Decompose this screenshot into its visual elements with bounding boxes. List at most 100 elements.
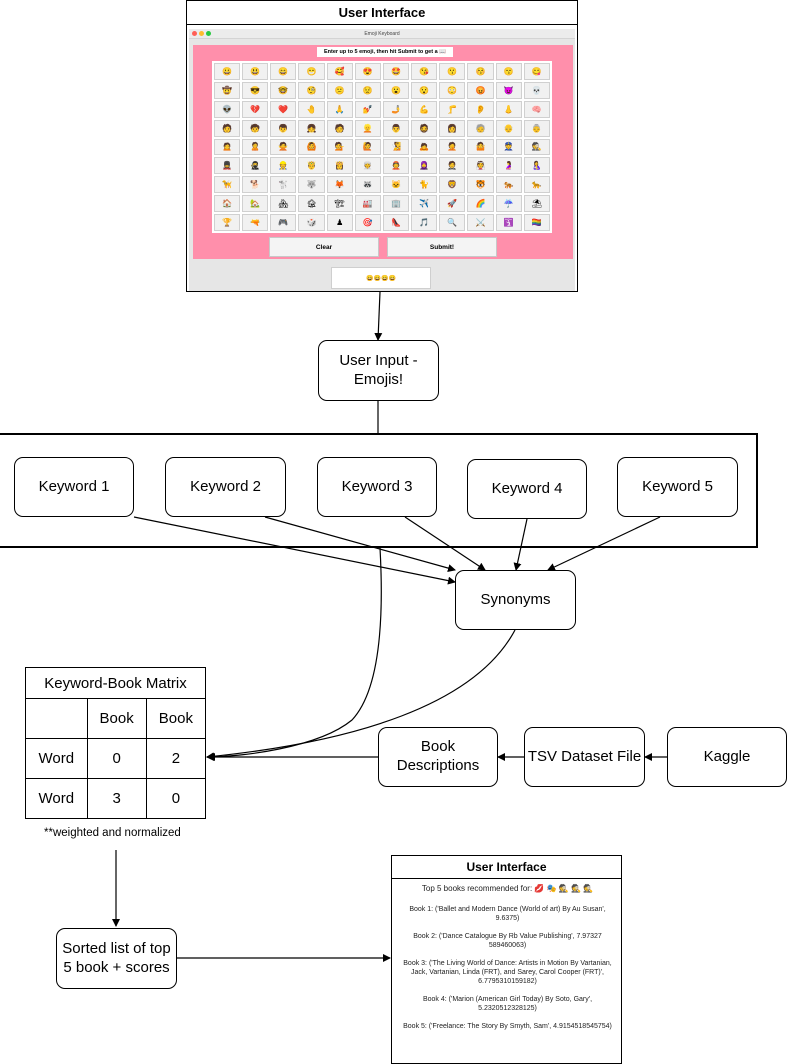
emoji-key[interactable]: 🏡 [242,195,269,213]
emoji-key[interactable]: 👃 [495,100,522,118]
emoji-key[interactable]: 🥰 [326,63,353,80]
emoji-key[interactable]: 🐯 [467,176,494,194]
emoji-key[interactable]: 🤚 [298,100,325,118]
emoji-key[interactable]: 👮 [495,138,522,156]
emoji-key[interactable]: 🐅 [495,176,522,194]
emoji-key[interactable]: 😙 [495,63,522,80]
emoji-key[interactable]: 🤩 [382,63,410,80]
emoji-key[interactable]: 🙎 [242,138,269,156]
emoji-key[interactable]: 🤓 [270,81,297,99]
emoji-key[interactable]: 🎵 [411,214,438,231]
emoji-key[interactable]: 👦 [270,119,297,137]
emoji-key[interactable]: 👲 [382,157,410,175]
emoji-key[interactable]: 💁 [326,138,353,156]
emoji-key[interactable]: 🧓 [467,119,494,137]
emoji-key[interactable]: ❤️ [270,100,297,118]
clear-button[interactable]: Clear [269,237,379,257]
emoji-key[interactable]: 🙇 [411,138,438,156]
minimize-window-icon[interactable] [199,31,204,36]
emoji-key[interactable]: 🦝 [354,176,381,194]
emoji-key[interactable]: 👷 [270,157,297,175]
emoji-key[interactable]: 😟 [354,81,381,99]
emoji-key[interactable]: 🙍 [214,138,241,156]
emoji-key[interactable]: 🧠 [523,100,550,118]
emoji-key[interactable]: 🧕 [411,157,438,175]
emoji-key[interactable]: 🔍 [439,214,466,231]
emoji-key[interactable]: 🙋 [354,138,381,156]
emoji-key[interactable]: 💪 [411,100,438,118]
emoji-key[interactable]: 😡 [467,81,494,99]
maximize-window-icon[interactable] [206,31,211,36]
emoji-key[interactable]: 🏆 [214,214,241,231]
emoji-key[interactable]: 🧐 [298,81,325,99]
emoji-key[interactable]: 👽 [214,100,241,118]
emoji-key[interactable]: 🤦 [439,138,466,156]
emoji-key[interactable]: 😯 [411,81,438,99]
emoji-key[interactable]: 😀 [214,63,241,80]
emoji-key[interactable]: 🏳️‍🌈 [523,214,550,231]
emoji-key[interactable]: 🌈 [467,195,494,213]
emoji-key[interactable]: 🤷 [467,138,494,156]
emoji-key[interactable]: 😋 [523,63,550,80]
emoji-key[interactable]: 🤱 [523,157,550,175]
emoji-key[interactable]: 😳 [439,81,466,99]
emoji-key[interactable]: 🧒 [242,119,269,137]
emoji-key[interactable]: 👸 [326,157,353,175]
emoji-key[interactable]: 🤰 [495,157,522,175]
emoji-key[interactable]: 🎮 [270,214,297,231]
emoji-key[interactable]: 👰 [467,157,494,175]
emoji-key[interactable]: 👠 [382,214,410,231]
emoji-key[interactable]: 🐱 [382,176,410,194]
emoji-key[interactable]: 👂 [467,100,494,118]
emoji-key[interactable]: 🤴 [298,157,325,175]
emoji-key[interactable]: 🥷 [242,157,269,175]
emoji-key[interactable]: ⚔️ [467,214,494,231]
emoji-key[interactable]: 🙏 [326,100,353,118]
emoji-key[interactable]: ♟ [326,214,353,231]
submit-button[interactable]: Submit! [387,237,497,257]
emoji-key[interactable]: 😮 [382,81,410,99]
emoji-key[interactable]: 😎 [242,81,269,99]
emoji-key[interactable]: 😁 [298,63,325,80]
emoji-key[interactable]: 🏘 [270,195,297,213]
emoji-key[interactable]: ⛱ [523,195,550,213]
emoji-key[interactable]: 😍 [354,63,381,80]
emoji-key[interactable]: 🙅 [270,138,297,156]
emoji-key[interactable]: 🧑 [214,119,241,137]
emoji-key[interactable]: 🦊 [326,176,353,194]
emoji-key[interactable]: 😗 [439,63,466,80]
emoji-key[interactable]: 😈 [495,81,522,99]
emoji-key[interactable]: 👵 [523,119,550,137]
emoji-key[interactable]: 🤳 [382,100,410,118]
close-window-icon[interactable] [192,31,197,36]
emoji-key[interactable]: 🤠 [214,81,241,99]
emoji-key[interactable]: 🧑 [326,119,353,137]
emoji-key[interactable]: ☔ [495,195,522,213]
emoji-key[interactable]: 🦁 [439,176,466,194]
emoji-key[interactable]: 🏭 [354,195,381,213]
emoji-key[interactable]: ✈️ [411,195,438,213]
emoji-key[interactable]: 🏢 [382,195,410,213]
emoji-key[interactable]: 🔫 [242,214,269,231]
emoji-key[interactable]: 🧔 [411,119,438,137]
emoji-key[interactable]: 👱 [354,119,381,137]
emoji-key[interactable]: 😃 [242,63,269,80]
emoji-key[interactable]: 🦮 [214,176,241,194]
emoji-key[interactable]: 🐩 [270,176,297,194]
emoji-key[interactable]: 💀 [523,81,550,99]
emoji-key[interactable]: 😘 [411,63,438,80]
emoji-key[interactable]: 💂 [214,157,241,175]
emoji-key[interactable]: 🎯 [354,214,381,231]
emoji-key[interactable]: 🐈 [411,176,438,194]
emoji-key[interactable]: 🏗 [326,195,353,213]
emoji-key[interactable]: 😄 [270,63,297,80]
emoji-key[interactable]: 😕 [326,81,353,99]
emoji-key[interactable]: 👳 [354,157,381,175]
emoji-key[interactable]: 🤵 [439,157,466,175]
emoji-key[interactable]: 🐺 [298,176,325,194]
emoji-key[interactable]: 🏠 [214,195,241,213]
emoji-key[interactable]: 💅 [354,100,381,118]
emoji-key[interactable]: 😚 [467,63,494,80]
emoji-key[interactable]: 👧 [298,119,325,137]
emoji-key[interactable]: 🙆 [298,138,325,156]
